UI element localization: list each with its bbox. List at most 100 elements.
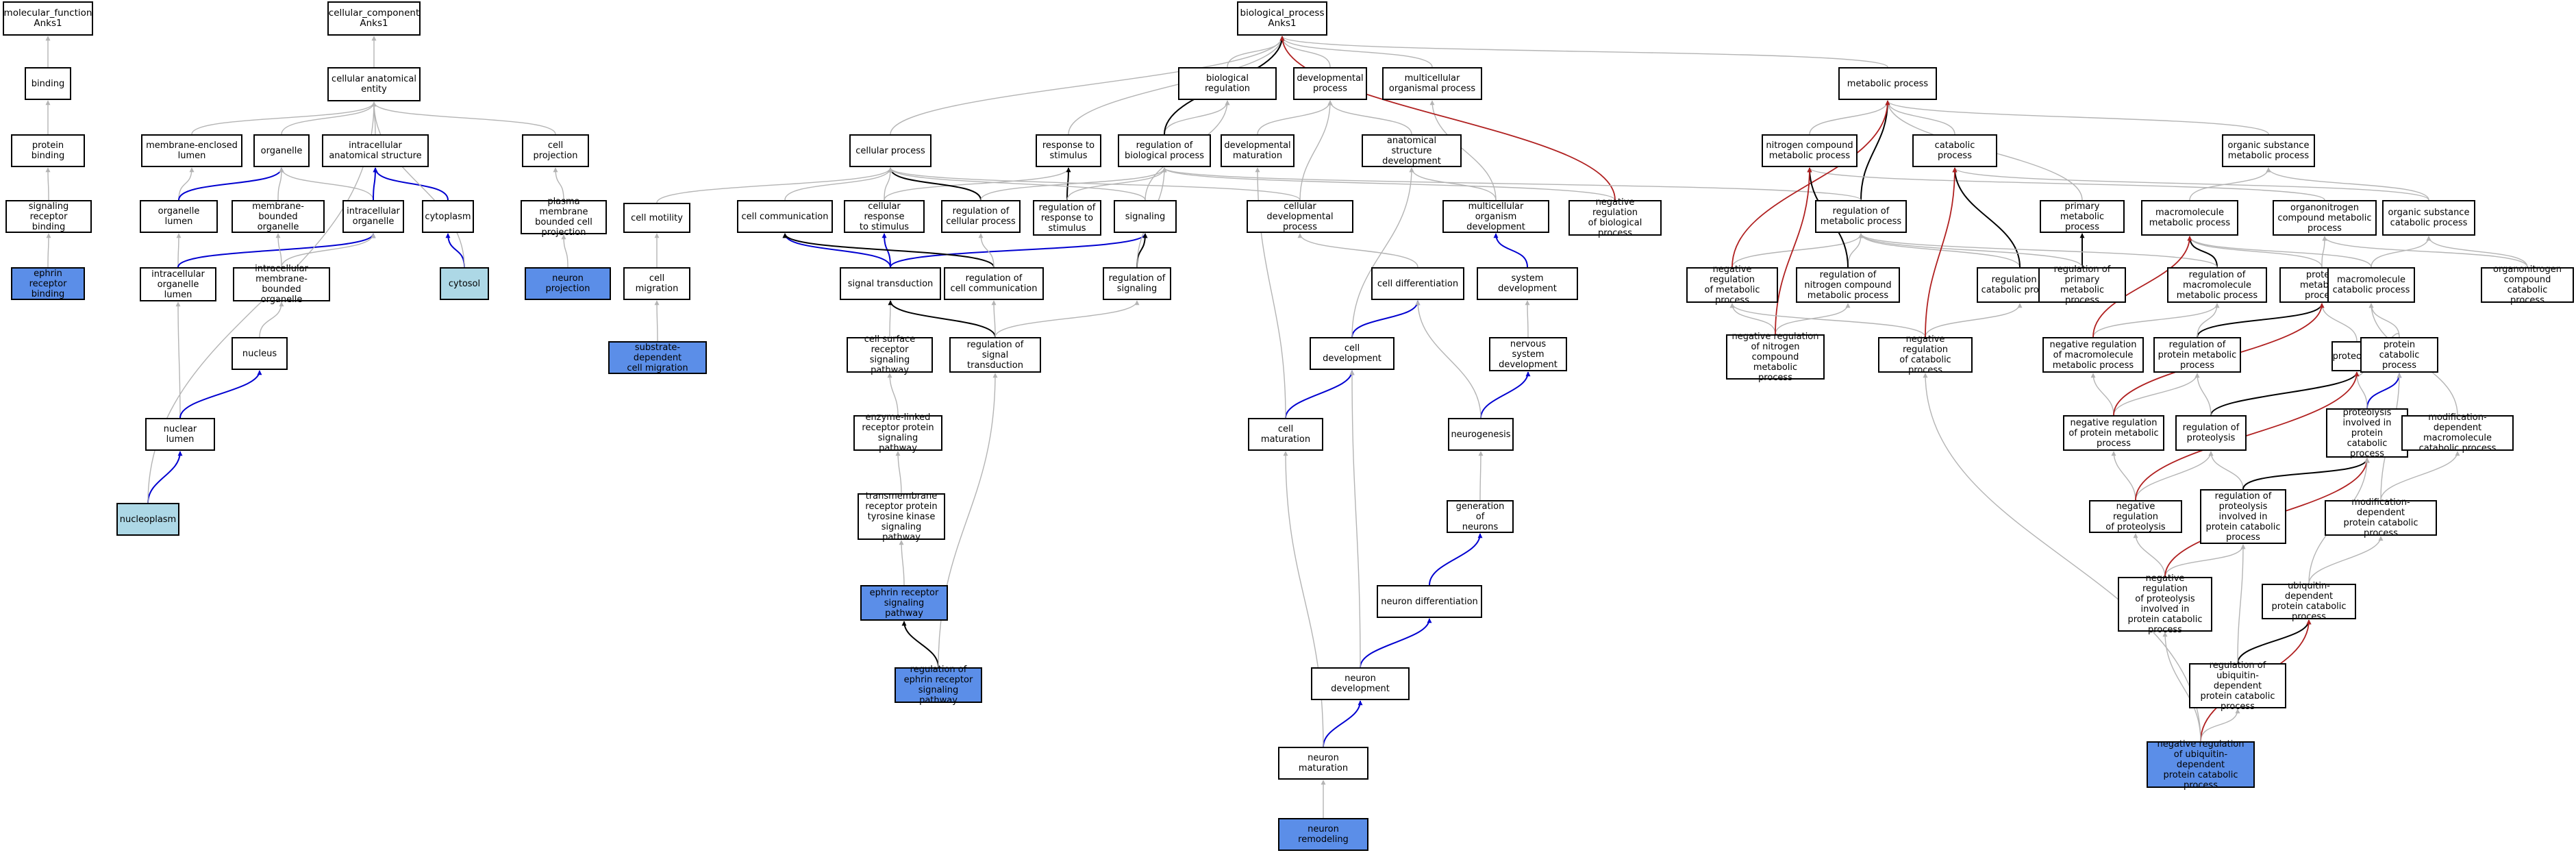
term-node-cell-communication[interactable]: cell communication (737, 200, 833, 233)
term-node-cell-migration[interactable]: cell migration (623, 267, 690, 300)
term-node-cytosol[interactable]: cytosol (440, 267, 489, 300)
term-node-organelle-lumen[interactable]: organelle lumen (140, 200, 218, 233)
term-node-cellular-process[interactable]: cellular process (849, 134, 931, 167)
term-node-protein-binding[interactable]: protein binding (11, 134, 85, 167)
term-node-neuron-maturation[interactable]: neuron maturation (1278, 747, 1368, 780)
edge-regulation-of-proteolysis-involved-in-protein-catabolic-process-to-proteolysis-involved-in-protein-catabolic-process (2242, 458, 2370, 490)
term-node-cell-differentiation[interactable]: cell differentiation (1371, 267, 1464, 300)
term-node-biological-regulation[interactable]: biological regulation (1178, 67, 1277, 100)
term-node-neuron-differentiation[interactable]: neuron differentiation (1377, 585, 1482, 618)
term-label: neuron development (1331, 673, 1390, 694)
term-node-cell-development[interactable]: cell development (1310, 337, 1395, 370)
term-node-nucleus[interactable]: nucleus (232, 337, 288, 370)
term-node-metabolic-process[interactable]: metabolic process (1838, 67, 1937, 100)
term-node-cytoplasm[interactable]: cytoplasm (422, 200, 474, 233)
edge-negative-regulation-of-metabolic-process-to-metabolic-process (1731, 100, 1890, 268)
term-node-nucleoplasm[interactable]: nucleoplasm (116, 503, 179, 536)
term-node-signal-transduction[interactable]: signal transduction (840, 267, 941, 300)
term-label: cytosol (448, 278, 481, 289)
term-node-system-development[interactable]: system development (1477, 267, 1578, 300)
term-node-cell-motility[interactable]: cell motility (623, 203, 690, 233)
term-node-catabolic-process[interactable]: catabolic process (1912, 134, 1997, 167)
term-node-cell-projection[interactable]: cell projection (522, 134, 589, 167)
term-node-neuron-projection[interactable]: neuron projection (525, 267, 611, 300)
term-node-neuron-remodeling[interactable]: neuron remodeling (1278, 818, 1368, 851)
term-node-binding[interactable]: binding (25, 67, 71, 100)
term-node-cell-maturation[interactable]: cell maturation (1248, 418, 1323, 451)
term-node-signaling[interactable]: signaling (1114, 200, 1177, 233)
term-node-nuclear-lumen[interactable]: nuclear lumen (145, 418, 215, 451)
edge-multicellular-organism-development-to-anatomical-structure-development (1409, 167, 1497, 201)
term-node-organelle[interactable]: organelle (253, 134, 310, 167)
term-node-neuron-development[interactable]: neuron development (1311, 667, 1410, 700)
term-node-neurogenesis[interactable]: neurogenesis (1448, 418, 1514, 451)
